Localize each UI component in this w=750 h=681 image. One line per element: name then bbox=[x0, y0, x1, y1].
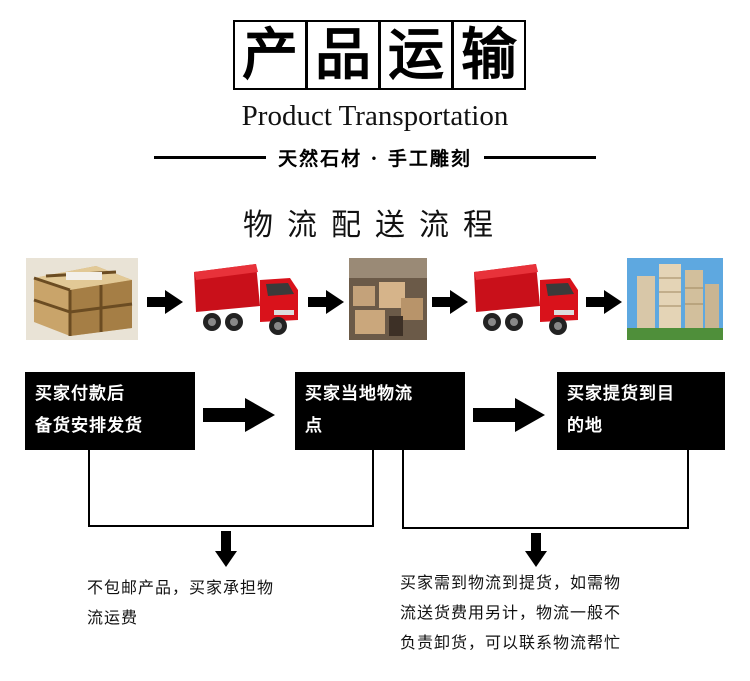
note-right: 买家需到物流到提货，如需物 流送货费用另计，物流一般不 负责卸货，可以联系物流帮… bbox=[400, 568, 730, 658]
arrow-right-icon bbox=[586, 290, 622, 314]
stage-box-local-logistics: 买家当地物流 点 bbox=[295, 372, 465, 450]
stage-1-line-1: 买家付款后 bbox=[35, 384, 125, 404]
red-truck-icon bbox=[190, 258, 302, 340]
warehouse-icon bbox=[349, 258, 427, 340]
tagline-rule-left bbox=[154, 155, 267, 159]
note-right-line-3: 负责卸货，可以联系物流帮忙 bbox=[400, 633, 622, 652]
note-right-line-1: 买家需到物流到提货，如需物 bbox=[400, 573, 622, 592]
packed-stone-crate-icon bbox=[26, 258, 138, 340]
title-char-1: 产 bbox=[233, 20, 307, 90]
title-char-2: 品 bbox=[306, 20, 380, 90]
stage-box-payment: 买家付款后 备货安排发货 bbox=[25, 372, 195, 450]
arrow-right-icon bbox=[308, 290, 344, 314]
note-left: 不包邮产品，买家承担物 流运费 bbox=[87, 573, 377, 633]
connector-line bbox=[88, 450, 90, 527]
tagline-text: 天然石材 · 手工雕刻 bbox=[278, 147, 472, 170]
note-left-line-2: 流运费 bbox=[87, 608, 139, 627]
connector-line bbox=[687, 450, 689, 529]
connector-line bbox=[88, 525, 374, 527]
connector-line bbox=[372, 450, 374, 527]
arrow-down-icon bbox=[525, 533, 547, 567]
note-right-line-2: 流送货费用另计，物流一般不 bbox=[400, 603, 622, 622]
flow-title: 物流配送流程 bbox=[243, 208, 507, 243]
stage-3-line-1: 买家提货到目 bbox=[567, 384, 675, 404]
red-truck-icon bbox=[470, 258, 582, 340]
arrow-right-icon bbox=[147, 290, 183, 314]
stage-2-line-2: 点 bbox=[305, 416, 323, 436]
stage-box-pickup: 买家提货到目 的地 bbox=[557, 372, 725, 450]
tagline-rule-right bbox=[483, 155, 596, 159]
arrow-right-icon bbox=[473, 398, 545, 432]
arrow-right-icon bbox=[203, 398, 275, 432]
stage-2-line-1: 买家当地物流 bbox=[305, 384, 413, 404]
title-char-4: 输 bbox=[452, 20, 526, 90]
arrow-down-icon bbox=[215, 531, 237, 567]
buildings-icon bbox=[627, 258, 723, 340]
connector-line bbox=[402, 450, 404, 529]
stage-3-line-2: 的地 bbox=[567, 416, 603, 436]
stage-1-line-2: 备货安排发货 bbox=[35, 416, 143, 436]
title-char-3: 运 bbox=[379, 20, 453, 90]
tagline-row: 天然石材 · 手工雕刻 bbox=[0, 143, 750, 171]
arrow-right-icon bbox=[432, 290, 468, 314]
connector-line bbox=[402, 527, 689, 529]
note-left-line-1: 不包邮产品，买家承担物 bbox=[87, 578, 275, 597]
subtitle-english: Product Transportation bbox=[241, 100, 509, 132]
